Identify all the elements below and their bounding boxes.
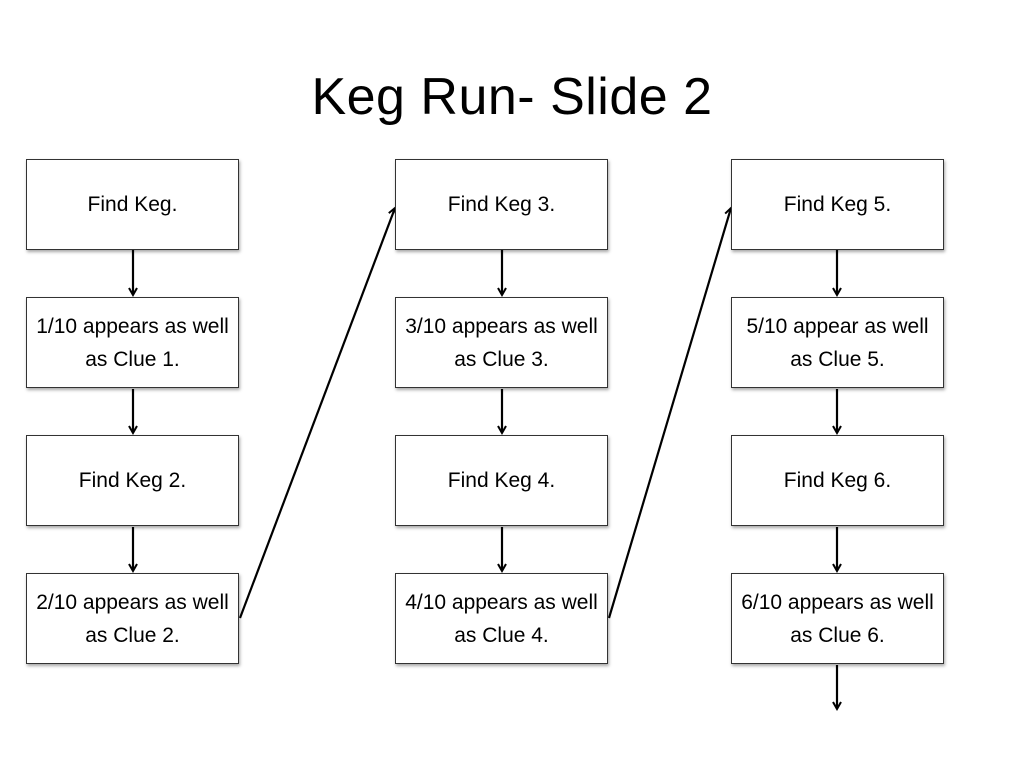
flow-box-clue-6: 6/10 appears as well as Clue 6.	[731, 573, 944, 664]
flow-box-find-keg-4: Find Keg 4.	[395, 435, 608, 526]
flow-box-clue-1: 1/10 appears as well as Clue 1.	[26, 297, 239, 388]
flow-box-label: 6/10 appears as well as Clue 6.	[741, 590, 934, 647]
flow-box-label: Find Keg 5.	[783, 193, 892, 216]
arrow-c1-to-c2	[238, 208, 395, 619]
flow-box-label: Find Keg 2.	[78, 469, 187, 492]
flow-box-label: 3/10 appears as well as Clue 3.	[405, 314, 598, 371]
flow-box-clue-2: 2/10 appears as well as Clue 2.	[26, 573, 239, 664]
flow-box-label: Find Keg 4.	[447, 469, 556, 492]
flow-box-clue-3: 3/10 appears as well as Clue 3.	[395, 297, 608, 388]
arrow-c2-to-c3	[607, 208, 731, 619]
flow-box-label: Find Keg.	[87, 193, 178, 216]
slide-title: Keg Run- Slide 2	[311, 68, 713, 126]
flow-box-label: 5/10 appear as well as Clue 5.	[746, 314, 929, 371]
flow-box-label: 1/10 appears as well as Clue 1.	[36, 314, 229, 371]
flow-box-label: 4/10 appears as well as Clue 4.	[405, 590, 598, 647]
flow-box-label: Find Keg 3.	[447, 193, 556, 216]
flow-box-clue-5: 5/10 appear as well as Clue 5.	[731, 297, 944, 388]
flow-box-find-keg-1: Find Keg.	[26, 159, 239, 250]
flow-box-find-keg-2: Find Keg 2.	[26, 435, 239, 526]
flow-box-find-keg-3: Find Keg 3.	[395, 159, 608, 250]
flow-box-find-keg-6: Find Keg 6.	[731, 435, 944, 526]
flow-box-label: 2/10 appears as well as Clue 2.	[36, 590, 229, 647]
flow-box-find-keg-5: Find Keg 5.	[731, 159, 944, 250]
flow-box-label: Find Keg 6.	[783, 469, 892, 492]
flow-box-clue-4: 4/10 appears as well as Clue 4.	[395, 573, 608, 664]
